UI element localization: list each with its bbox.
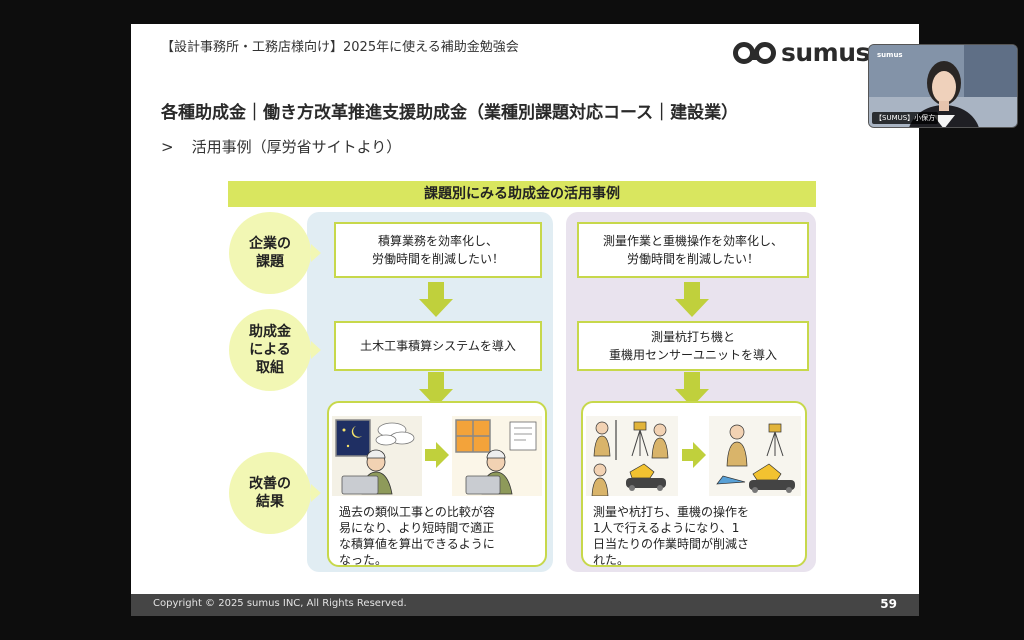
left-initiative-box: 土木工事積算システムを導入 — [334, 321, 542, 371]
survey-team-illustration — [586, 416, 678, 496]
row-label-issue: 企業の 課題 — [229, 212, 311, 294]
left-issue-box: 積算業務を効率化し、 労働時間を削減したい！ — [334, 222, 542, 278]
right-issue-box: 測量作業と重機操作を効率化し、 労働時間を削減したい！ — [577, 222, 809, 278]
row-label-pointer — [311, 244, 321, 262]
slide-footer: Copyright © 2025 sumus INC, All Rights R… — [131, 594, 919, 616]
right-initiative-box: 測量杭打ち機と 重機用センサーユニットを導入 — [577, 321, 809, 371]
subheading-text: 活用事例（厚労省サイトより） — [191, 138, 402, 156]
row-label-initiative: 助成金 による 取組 — [229, 309, 311, 391]
left-result-text: 過去の類似工事との比較が容 易になり、より短時間で適正 な積算値を算出できるよう… — [339, 505, 495, 567]
webcam-logo: sumus — [877, 51, 903, 59]
copyright-text: Copyright © 2025 sumus INC, All Rights R… — [153, 598, 407, 609]
brand-name: sumus — [781, 38, 870, 67]
subheading-arrow-icon: > — [161, 138, 174, 156]
sumus-logo-icon — [733, 41, 776, 64]
row-label-pointer — [311, 484, 321, 502]
page-heading: 各種助成金｜働き方改革推進支援助成金（業種別課題対応コース｜建設業） — [161, 103, 739, 123]
event-title: 【設計事務所・工務店様向け】2025年に使える補助金勉強会 — [161, 40, 519, 55]
right-result-text: 測量や杭打ち、重機の操作を 1人で行えるようになり、1 日当たりの作業時間が削減… — [593, 505, 750, 567]
right-arrow-icon — [425, 442, 449, 468]
overtime-worker-illustration — [332, 416, 422, 496]
daytime-worker-illustration — [452, 416, 542, 496]
brand-logo: sumus — [733, 38, 870, 67]
single-operator-illustration — [709, 416, 801, 496]
participant-name-label: 【SUMUS】小保方 — [872, 112, 939, 124]
presentation-slide: 【設計事務所・工務店様向け】2025年に使える補助金勉強会 sumus 各種助成… — [131, 24, 919, 616]
row-label-pointer — [311, 341, 321, 359]
row-label-result: 改善の 結果 — [229, 452, 311, 534]
sub-heading: > 活用事例（厚労省サイトより） — [161, 136, 401, 157]
down-arrow-icon — [419, 282, 453, 318]
presenter-video — [869, 45, 1017, 127]
page-number: 59 — [880, 597, 897, 611]
right-arrow-icon — [682, 442, 706, 468]
webcam-tile[interactable]: sumus 【SUMUS】小保方 — [868, 44, 1018, 128]
diagram-title: 課題別にみる助成金の活用事例 — [228, 181, 816, 207]
down-arrow-icon — [675, 282, 709, 318]
